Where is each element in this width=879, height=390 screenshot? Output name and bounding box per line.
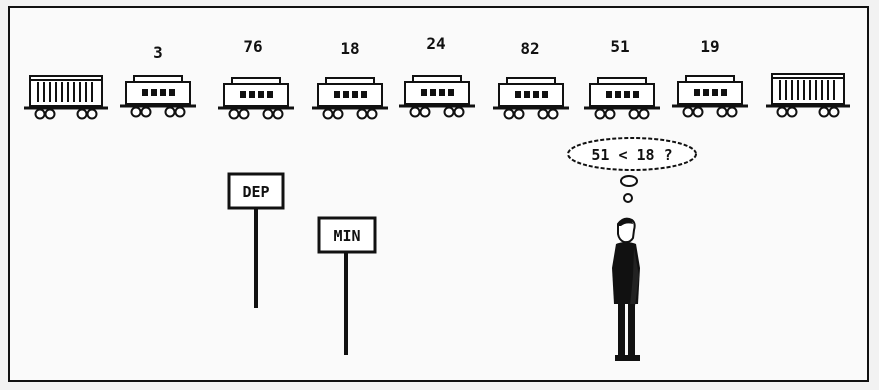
dep-sign-label: DEP	[242, 183, 269, 201]
dep-sign: DEP	[227, 172, 285, 308]
thought-text: 51 < 18 ?	[591, 146, 672, 164]
thought-bubble: 51 < 18 ?	[567, 137, 697, 203]
min-sign-label: MIN	[333, 227, 360, 245]
wagon-number-3: 18	[340, 39, 359, 58]
wagon-number-7: 19	[700, 37, 719, 56]
man-figure	[612, 217, 640, 361]
scene-frame	[8, 6, 869, 382]
wagon-number-6: 51	[610, 37, 629, 56]
wagon-number-4: 24	[426, 34, 445, 53]
wagon-6	[582, 76, 662, 120]
min-sign: MIN	[317, 216, 377, 355]
wagon-7	[670, 74, 750, 118]
wagon-1	[118, 74, 198, 118]
wagon-5	[491, 76, 571, 120]
freight-car-right	[764, 72, 852, 118]
wagon-3	[310, 76, 390, 120]
wagon-number-2: 76	[243, 37, 262, 56]
wagon-2	[216, 76, 296, 120]
wagon-number-1: 3	[153, 43, 163, 62]
freight-car-left	[22, 74, 110, 120]
wagon-number-5: 82	[520, 39, 539, 58]
wagon-4	[397, 74, 477, 118]
